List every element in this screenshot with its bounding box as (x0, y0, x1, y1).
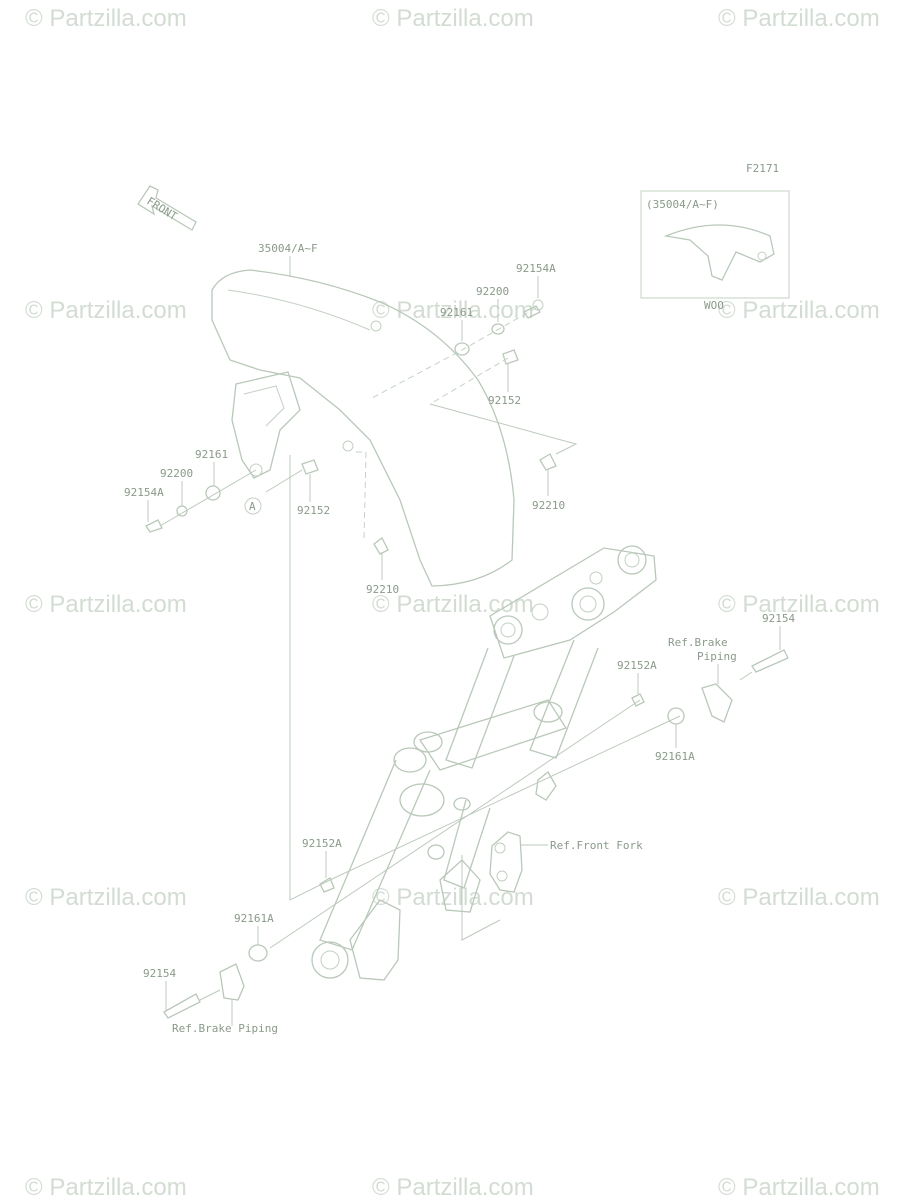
label-92154-left: 92154 (143, 967, 176, 980)
watermark-text: © Partzilla.com (25, 297, 187, 324)
bolt-icon (163, 993, 201, 1019)
brake-caliper-mount (489, 831, 523, 893)
label-ref-front-fork: Ref.Front Fork (550, 839, 643, 852)
label-ref-brake-piping-left: Ref.Brake Piping (172, 1022, 278, 1035)
hardware-right (371, 299, 578, 471)
watermark-text: © Partzilla.com (25, 591, 187, 618)
label-92161-right: 92161 (440, 306, 473, 319)
front-arrow-label: FRONT (144, 195, 179, 224)
label-92154A-left: 92154A (124, 486, 164, 499)
collar-icon (502, 349, 519, 365)
front-arrow-icon: FRONT (137, 185, 197, 231)
watermark-text: © Partzilla.com (718, 297, 880, 324)
watermark-text: © Partzilla.com (718, 884, 880, 911)
label-92152-right: 92152 (488, 394, 521, 407)
grommet-icon (667, 707, 685, 725)
brake-piping-clamp-icon (219, 963, 245, 1001)
watermark-text: © Partzilla.com (718, 591, 880, 618)
nut-icon (539, 453, 557, 471)
label-92152-left: 92152 (297, 504, 330, 517)
collar-icon (319, 877, 335, 893)
figure-code: F2171 (746, 162, 779, 175)
watermark-text: © Partzilla.com (372, 884, 534, 911)
watermark-text: © Partzilla.com (718, 1174, 880, 1200)
label-92152A-right: 92152A (617, 659, 657, 672)
front-fork-assembly (311, 545, 657, 981)
watermark-text: © Partzilla.com (25, 1174, 187, 1200)
label-92210-right: 92210 (532, 499, 565, 512)
label-92161A-right: 92161A (655, 750, 695, 763)
label-92161A-left: 92161A (234, 912, 274, 925)
watermark-text: © Partzilla.com (25, 5, 187, 32)
watermark-text: © Partzilla.com (372, 5, 534, 32)
brake-piping-clamp-icon (701, 683, 733, 723)
label-92161-left: 92161 (195, 448, 228, 461)
inset-box: (35004/A~F) WOO (640, 190, 790, 312)
bolt-icon (751, 649, 789, 673)
watermark-layer: © Partzilla.com © Partzilla.com © Partzi… (25, 5, 880, 1200)
label-fender: 35004/A~F (258, 242, 318, 255)
leader-lines (269, 455, 681, 949)
label-92200-right: 92200 (476, 285, 509, 298)
grommet-icon (454, 342, 470, 356)
hardware-left: A (145, 451, 389, 555)
label-92200-left: 92200 (160, 467, 193, 480)
part-labels: 35004/A~F 92154A 92200 92161 92152 92210… (124, 242, 795, 1035)
washer-icon (491, 323, 505, 335)
reference-mark: A (249, 500, 256, 513)
label-92210-lower: 92210 (366, 583, 399, 596)
bolt-icon (145, 519, 163, 533)
bolt-icon (523, 305, 541, 319)
label-92152A-left: 92152A (302, 837, 342, 850)
label-ref-brake-piping-right-2: Piping (697, 650, 737, 663)
watermark-text: © Partzilla.com (25, 884, 187, 911)
hardware-lower (163, 649, 789, 1026)
label-92154A-right: 92154A (516, 262, 556, 275)
inset-note: WOO (704, 299, 724, 312)
watermark-text: © Partzilla.com (718, 5, 880, 32)
label-92154-right: 92154 (762, 612, 795, 625)
inset-label: (35004/A~F) (646, 198, 719, 211)
grommet-icon (248, 944, 268, 962)
watermark-text: © Partzilla.com (372, 591, 534, 618)
label-ref-brake-piping-right-1: Ref.Brake (668, 636, 728, 649)
nut-icon (373, 537, 389, 555)
watermark-text: © Partzilla.com (372, 1174, 534, 1200)
collar-icon (301, 459, 319, 475)
front-fender (211, 269, 515, 587)
grommet-icon (205, 485, 221, 501)
inset-fender-icon (663, 224, 775, 281)
collar-icon (631, 693, 645, 707)
